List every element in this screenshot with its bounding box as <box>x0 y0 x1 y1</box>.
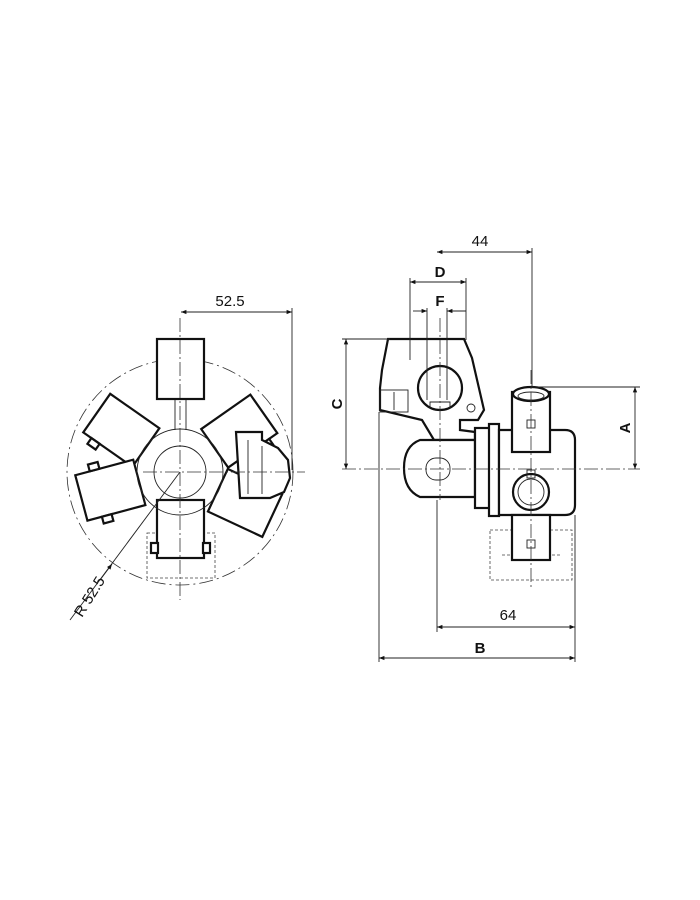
dimension-52-5: 52.5 <box>181 293 293 470</box>
dim-label-b: B <box>475 640 486 657</box>
dimension-B: B <box>378 412 575 662</box>
dim-label-a: A <box>617 422 634 433</box>
dimension-F: F <box>413 293 466 400</box>
dim-label-64: 64 <box>500 607 517 624</box>
front-view-nozzle-body <box>66 318 305 600</box>
dimension-A: A <box>531 386 640 469</box>
nozzle-arm-top <box>155 337 206 430</box>
nozzle-arm-upper-left <box>81 392 161 469</box>
dimension-C: C <box>329 338 640 470</box>
dimension-D: D <box>409 264 467 360</box>
dim-label-52-5: 52.5 <box>215 293 244 310</box>
dimension-64: 64 <box>436 500 576 662</box>
dim-label-d: D <box>435 264 446 281</box>
dim-label-44: 44 <box>472 233 489 250</box>
dim-label-c: C <box>329 398 346 409</box>
dimension-44: 44 <box>437 233 533 388</box>
dim-label-r52-5: R 52.5 <box>71 574 109 620</box>
nozzle-cap-right <box>234 430 292 500</box>
nozzle-arm-bottom <box>146 498 216 579</box>
dim-label-f: F <box>435 293 444 310</box>
side-view-nozzle-body <box>378 318 577 590</box>
nozzle-arm-left <box>73 458 147 525</box>
